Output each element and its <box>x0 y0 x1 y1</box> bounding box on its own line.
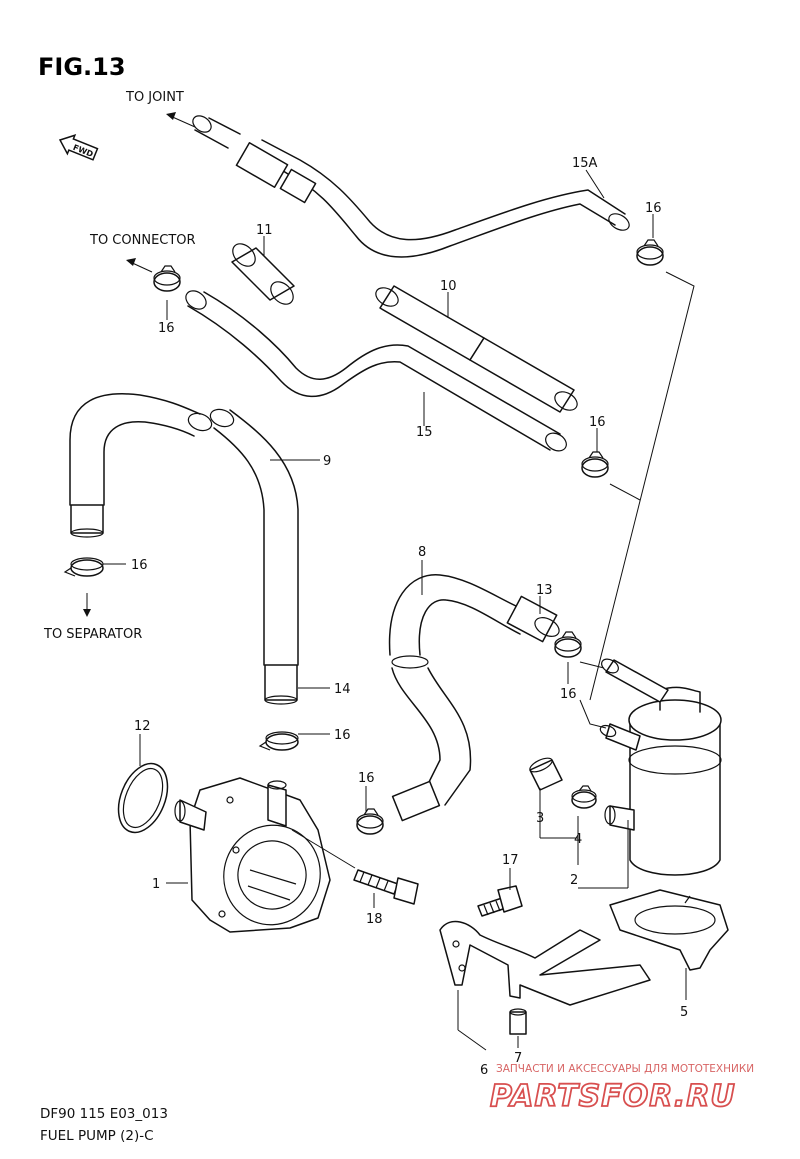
part-label-16: 16 <box>358 771 375 786</box>
hose-14 <box>209 408 299 705</box>
bolt-17 <box>477 885 523 917</box>
diagram-code: DF90 115 E03_013 <box>40 1106 168 1122</box>
fuel-pump <box>174 777 331 933</box>
part-label-16: 16 <box>645 201 662 216</box>
hose-9 <box>69 393 213 538</box>
fuel-filter <box>599 658 722 876</box>
clamp-16-f <box>258 731 299 751</box>
part-label-10: 10 <box>440 279 457 294</box>
part-label-14: 14 <box>334 682 351 697</box>
to-separator-arrow-icon <box>83 593 91 617</box>
fwd-arrow-icon: FWD <box>58 134 99 161</box>
to-connector-label: TO CONNECTOR <box>89 233 196 248</box>
clamp-16-g <box>356 808 384 835</box>
watermark-brand: PARTSFOR.RU <box>490 1079 736 1114</box>
part-label-17: 17 <box>502 853 519 868</box>
part-label-13: 13 <box>536 583 553 598</box>
part-label-11: 11 <box>256 223 273 238</box>
to-separator-label: TO SEPARATOR <box>43 627 142 642</box>
part-label-2: 2 <box>570 873 578 888</box>
clamp-4 <box>571 785 597 809</box>
o-ring-12 <box>117 762 169 834</box>
part-label-6: 6 <box>480 1063 488 1078</box>
hose-11 <box>231 243 295 305</box>
part-label-4: 4 <box>574 832 582 847</box>
clamp-16-a <box>636 239 664 266</box>
to-joint-arrow-icon <box>166 112 196 128</box>
hose-10 <box>375 285 578 413</box>
clamp-16-d <box>63 557 104 577</box>
part-label-5: 5 <box>680 1005 688 1020</box>
clamp-16-c <box>581 451 609 478</box>
part-label-7: 7 <box>514 1051 522 1066</box>
part-label-9: 9 <box>323 454 331 469</box>
hose-15a <box>192 115 630 258</box>
fwd-label: FWD <box>72 143 95 159</box>
part-label-8: 8 <box>418 545 426 560</box>
pump-bracket <box>439 920 651 1006</box>
leader-lines <box>103 169 695 1051</box>
part-label-18: 18 <box>366 912 383 927</box>
part-label-15a: 15A <box>572 156 598 171</box>
watermark-caption: ЗАПЧАСТИ И АКСЕССУАРЫ ДЛЯ МОТОТЕХНИКИ <box>496 1063 754 1075</box>
part-label-16: 16 <box>158 321 175 336</box>
part-label-16: 16 <box>560 687 577 702</box>
hose-8 <box>388 574 560 822</box>
bolt-18 <box>353 869 419 905</box>
part-label-1: 1 <box>152 877 160 892</box>
to-connector-arrow-icon <box>126 258 153 273</box>
part-label-12: 12 <box>134 719 151 734</box>
spacer-7 <box>509 1008 527 1035</box>
part-label-15: 15 <box>416 425 433 440</box>
part-label-3: 3 <box>536 811 544 826</box>
part-label-16: 16 <box>334 728 351 743</box>
to-joint-label: TO JOINT <box>125 90 184 105</box>
clamp-16-e <box>554 631 582 658</box>
filter-bracket <box>609 889 729 971</box>
part-label-16: 16 <box>589 415 606 430</box>
clamp-16-b <box>153 265 181 292</box>
hose-15 <box>185 290 567 452</box>
figure-title: FIG.13 <box>38 53 126 81</box>
diagram-name: FUEL PUMP (2)-C <box>40 1128 154 1144</box>
part-label-16: 16 <box>131 558 148 573</box>
hose-3 <box>529 757 563 791</box>
